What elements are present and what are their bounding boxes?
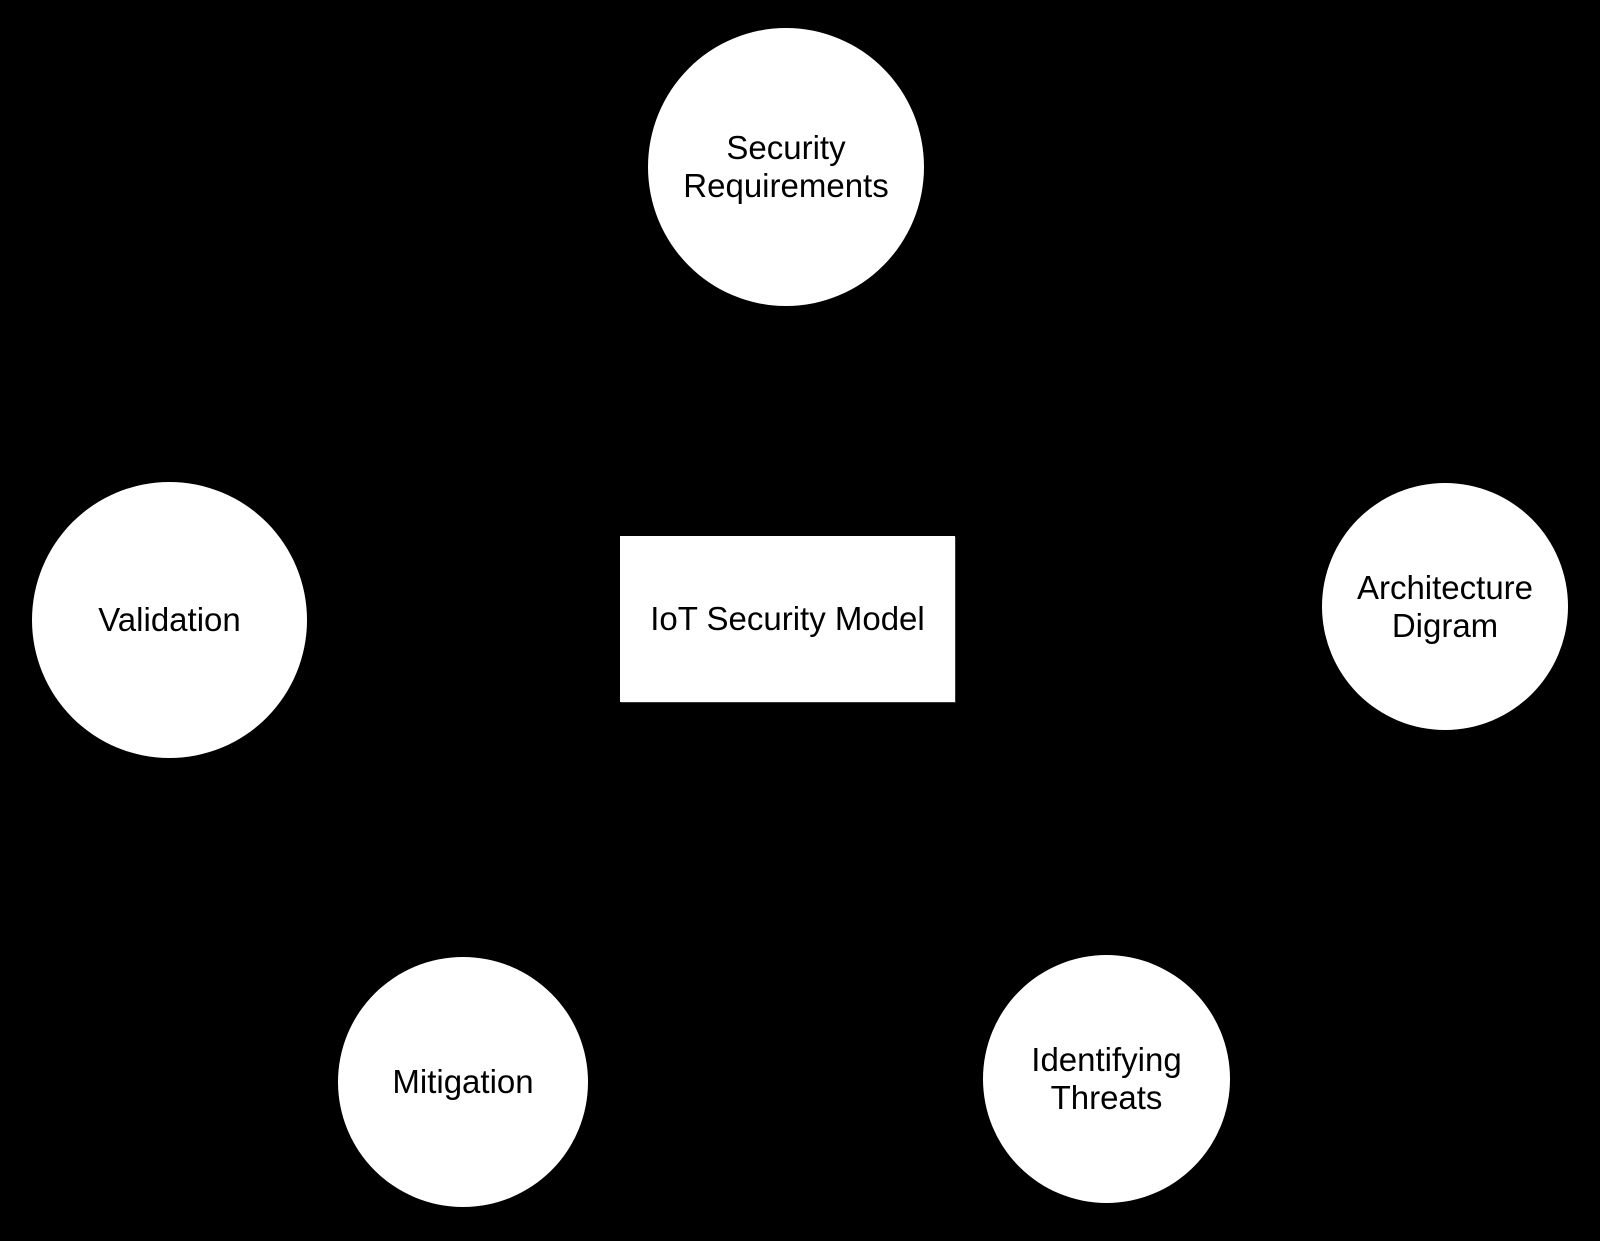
node-label-line: Security (726, 129, 846, 167)
node-label-line: Requirements (683, 167, 889, 204)
node-identifying-threats-label: Identifying Threats (1031, 1041, 1181, 1117)
node-label-line: Digram (1391, 606, 1499, 644)
node-architecture-digram[interactable]: Architecture Digram (1322, 483, 1568, 730)
node-security-requirements[interactable]: Security Requirements (648, 28, 924, 306)
node-security-requirements-label: Security Requirements (683, 129, 888, 205)
node-iot-security-model[interactable]: IoT Security Model (620, 536, 955, 702)
node-validation[interactable]: Validation (32, 482, 307, 758)
node-label-line: Architecture (1356, 568, 1534, 606)
node-validation-label: Validation (98, 601, 241, 639)
node-label-line: Identifying (1031, 1041, 1182, 1079)
node-mitigation[interactable]: Mitigation (338, 957, 588, 1207)
node-identifying-threats[interactable]: Identifying Threats (983, 955, 1230, 1203)
node-label-line: Mitigation (392, 1063, 534, 1101)
node-architecture-digram-label: Architecture Digram (1357, 569, 1533, 645)
node-label-line: Validation (98, 601, 241, 639)
node-iot-security-model-label: IoT Security Model (650, 600, 925, 638)
node-label-line: Threats (1050, 1079, 1163, 1116)
node-mitigation-label: Mitigation (392, 1063, 533, 1101)
